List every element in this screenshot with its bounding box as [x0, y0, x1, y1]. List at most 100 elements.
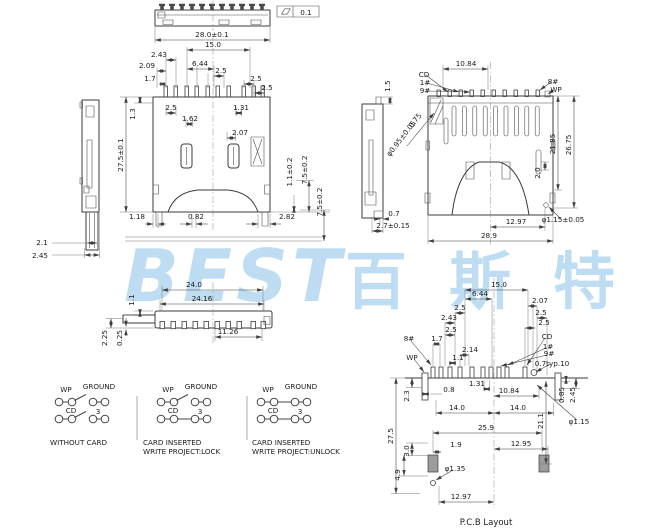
dimension-label: 2.5: [250, 74, 261, 83]
dimension-label: 1.18: [129, 212, 145, 221]
dimension-label: 2.3: [402, 390, 411, 401]
pin-label-9: 9#: [420, 86, 431, 95]
switch-label-ground: GROUND: [285, 382, 318, 391]
dimension-label: 21.1: [536, 413, 545, 429]
dimension-label: 2.07: [532, 296, 548, 305]
dimension-label: 2.5: [445, 325, 456, 334]
dimension-label: 26.75: [564, 135, 573, 156]
bottom-profile-view: 24.0 24.16 1.1 11.26 2.25 0.25: [100, 280, 273, 346]
pin-label-8: 8#: [404, 334, 415, 343]
dimension-label: 2.5: [215, 66, 226, 75]
dimension-label: 0.85: [557, 387, 566, 403]
dimension-label: 28.0±0.1: [195, 30, 228, 39]
switch-label-ground: GROUND: [83, 382, 116, 391]
dimension-label: 24.16: [192, 294, 213, 303]
dimension-label: 0.75: [407, 111, 424, 129]
watermark: BEST 百斯特: [124, 234, 650, 318]
dimension-label: 2.14: [462, 345, 478, 354]
switch-label-wp: WP: [60, 385, 72, 394]
dimension-label: 2.07: [232, 128, 248, 137]
switch-caption: CARD INSERTED: [252, 438, 311, 447]
dimension-label: 2.1: [36, 238, 47, 247]
dimension-label: 1.1: [452, 353, 463, 362]
switch-label-cd: CD: [66, 406, 77, 415]
dimension-label: 1.7: [144, 74, 155, 83]
dimension-label: 1.31: [233, 103, 249, 112]
dimension-label: 3.0: [402, 445, 411, 457]
dimension-label: 12.97: [506, 217, 527, 226]
switch-state-diagrams: WP GROUND CD 3 WITHOUT CARD WP GROUND CD…: [50, 382, 340, 456]
switch-diagram-without-card: WP GROUND CD 3 WITHOUT CARD: [50, 382, 116, 447]
dimension-label: 0.82: [188, 212, 204, 221]
dimension-label: 24.0: [186, 280, 202, 289]
dimension-label: 2.0: [533, 167, 542, 179]
dimension-label: 2.5: [538, 318, 549, 327]
dimension-label: 15.0: [205, 40, 221, 49]
switch-diagram-card-unlock: WP GROUND CD 3 CARD INSERTED WRITE PROJE…: [252, 382, 340, 456]
switch-caption-line2: WRITE PROJECT:UNLOCK: [252, 447, 340, 456]
dimension-label: 27.5±0.1: [116, 138, 125, 171]
watermark-latin: BEST: [124, 234, 346, 318]
dimension-label: 4.9: [393, 469, 402, 481]
dimension-label: 2.7±0.15: [376, 221, 409, 230]
diameter-label: φ1.35: [445, 464, 466, 473]
switch-label-wp: WP: [262, 385, 274, 394]
pin-label-cd: CD: [542, 332, 553, 341]
flatness-value: 0.1: [300, 8, 311, 17]
dimension-label: 15.0: [491, 280, 507, 289]
switch-label-3: 3: [96, 407, 101, 416]
switch-label-cd: CD: [168, 406, 179, 415]
switch-caption: CARD INSERTED: [143, 438, 202, 447]
dimension-label: 28.9: [481, 231, 497, 240]
dimension-label: 25.9: [478, 423, 494, 432]
switch-label-ground: GROUND: [185, 382, 218, 391]
dimension-label: 11.26: [218, 327, 239, 336]
dimension-label: 1.62: [182, 114, 198, 123]
pin-label-8: 8#: [548, 77, 559, 86]
dimension-label: 2.09: [139, 61, 155, 70]
pin-label-wp: WP: [406, 353, 418, 362]
pin-label-cd: CD: [419, 70, 430, 79]
dimension-label: 12.97: [451, 492, 472, 501]
dimension-label: 14.0: [449, 403, 465, 412]
dimension-label: 2.82: [279, 212, 295, 221]
pin-label-9: 9#: [544, 349, 555, 358]
dimension-label: 2.45: [32, 251, 48, 260]
dimension-label: 1.7: [431, 334, 442, 343]
pcb-layout-caption: P.C.B Layout: [460, 518, 513, 528]
pin-label-1: 1#: [420, 78, 431, 87]
dimension-label: 2.43: [441, 313, 457, 322]
switch-caption: WITHOUT CARD: [50, 438, 108, 447]
dimension-label: 1.5: [383, 80, 392, 91]
dimension-label: 10.84: [499, 386, 520, 395]
dimension-label: 1.3: [128, 108, 137, 119]
dimension-label: 0.8: [443, 385, 455, 394]
dimension-label: 0.7: [388, 209, 399, 218]
dimension-label: 2.25: [100, 330, 109, 346]
dimension-label: 2.43: [151, 50, 167, 59]
watermark-cjk: 百斯特: [345, 245, 650, 318]
dimension-label: 2.5: [454, 303, 465, 312]
diameter-label: φ1.15: [569, 417, 590, 426]
dimension-label: 1.1: [127, 294, 136, 305]
dimension-label: 21.85: [548, 134, 557, 155]
dimension-label: 1.9: [450, 440, 462, 449]
pcb-layout: P.C.B Layout 15.06.442.072.52.432.52.52.…: [386, 278, 589, 528]
dimension-label: 0.25: [115, 330, 124, 346]
flatness-tolerance-frame: 0.1: [276, 5, 320, 18]
dimension-label: 6.44: [192, 59, 208, 68]
dimension-label: 6.44: [472, 289, 488, 298]
dimension-label: 1.31: [469, 379, 485, 388]
dimension-label: 2.5: [535, 308, 546, 317]
dimension-label: 12.95: [511, 439, 532, 448]
dimension-label: 2.5: [165, 103, 176, 112]
mid-side-view: 1.5 0.7 2.7±0.15: [361, 80, 410, 233]
diameter-label: φ1.15±0.05: [542, 215, 585, 224]
pin-label-wp: WP: [550, 85, 562, 94]
dimension-label: 2.5: [261, 83, 272, 92]
left-side-view: 2.1 2.45: [32, 99, 100, 260]
